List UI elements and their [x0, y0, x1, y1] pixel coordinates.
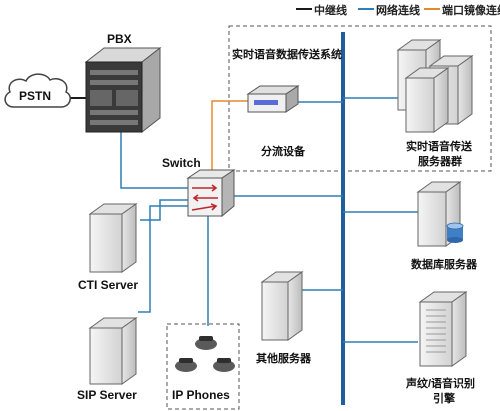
pbx-icon [84, 46, 162, 134]
switch-label: Switch [162, 156, 201, 170]
pstn-label: PSTN [19, 89, 52, 103]
database-cylinder-icon [446, 222, 464, 243]
pstn-cloud-icon [4, 73, 71, 108]
legend-trunk-label: 中继线 [314, 5, 347, 17]
voice-engine-label-2: 引擎 [433, 393, 455, 405]
realtime-server-icon [396, 39, 474, 133]
legend-network-label: 网络连线 [376, 5, 420, 17]
db-server-icon [416, 181, 462, 247]
pbx-label: PBX [107, 32, 132, 46]
cti-server-icon [88, 203, 138, 273]
sip-switch-link [138, 205, 195, 313]
splitter-label: 分流设备 [261, 146, 305, 158]
sip-server-icon [88, 317, 138, 385]
cti-server-label: CTI Server [78, 278, 139, 292]
splitter-device-icon [246, 85, 300, 113]
realtime-servers-label-1: 实时语音传送 [406, 141, 472, 153]
pbx-switch-link [120, 130, 188, 189]
ip-phone-icon [175, 358, 197, 372]
other-server-icon [260, 271, 304, 341]
db-server-label: 数据库服务器 [411, 259, 477, 271]
other-servers-label: 其他服务器 [256, 353, 311, 365]
voice-engine-rack-icon [418, 291, 468, 367]
cti-switch-link [140, 199, 192, 221]
ip-phones-box [166, 323, 240, 410]
port-mirror-link [211, 100, 248, 178]
realtime-system-title: 实时语音数据传送系统 [232, 49, 342, 61]
legend-mirror-label: 端口镜像连线 [442, 5, 500, 17]
realtime-servers-label-2: 服务器群 [418, 156, 462, 168]
voice-engine-label-1: 声纹/语音识别 [406, 378, 476, 390]
sip-server-label: SIP Server [77, 388, 137, 402]
ip-phone-icon [195, 336, 217, 350]
switch-icon [186, 169, 236, 218]
ip-phones-label: IP Phones [172, 388, 230, 402]
ip-phone-icon [213, 358, 235, 372]
